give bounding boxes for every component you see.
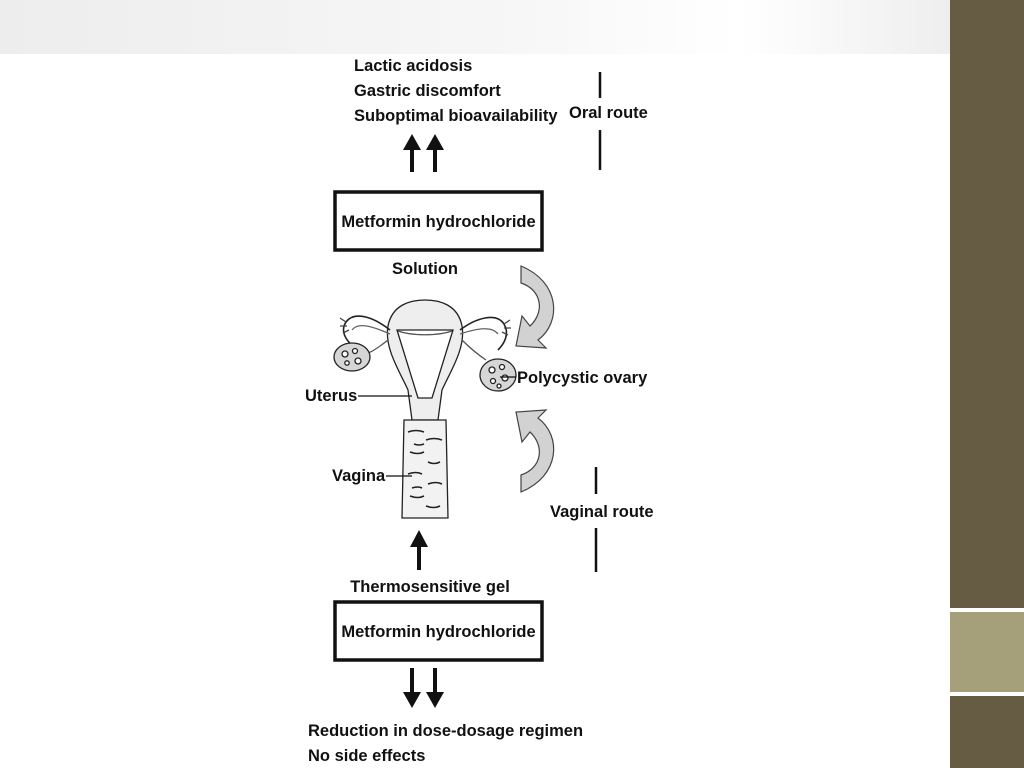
up-arrow-icon (426, 134, 444, 172)
side-bar-divider (950, 692, 1024, 696)
curved-arrow-icon (515, 409, 555, 493)
vaginal-outcome-1: Reduction in dose-dosage regimen (308, 722, 583, 740)
vagina-label: Vagina (332, 467, 386, 485)
drug-box-bottom (333, 600, 544, 662)
solution-label: Solution (392, 260, 458, 278)
slide-header-band (0, 0, 950, 54)
curved-arrow-icon (515, 265, 555, 349)
drug-box-bottom-label: Metformin hydrochloride (341, 623, 535, 641)
uterus-illustration (333, 299, 517, 519)
side-bar-accent (950, 612, 1024, 692)
polycystic-ovary-label: Polycystic ovary (517, 369, 648, 387)
down-arrow-icon (403, 668, 421, 708)
oral-effect-3: Suboptimal bioavailability (354, 107, 558, 125)
vaginal-route-label: Vaginal route (550, 503, 654, 521)
oral-route-label: Oral route (569, 104, 648, 122)
up-arrow-icon (410, 530, 428, 570)
drug-box-top (333, 190, 544, 252)
side-bar-divider (950, 608, 1024, 612)
down-arrow-icon (426, 668, 444, 708)
uterus-label: Uterus (305, 387, 357, 405)
oral-effect-2: Gastric discomfort (354, 82, 501, 100)
up-arrow-icon (403, 134, 421, 172)
gel-label: Thermosensitive gel (350, 578, 510, 596)
vaginal-outcome-2: No side effects (308, 747, 425, 765)
oral-effect-1: Lactic acidosis (354, 57, 472, 75)
drug-box-top-label: Metformin hydrochloride (341, 213, 535, 231)
